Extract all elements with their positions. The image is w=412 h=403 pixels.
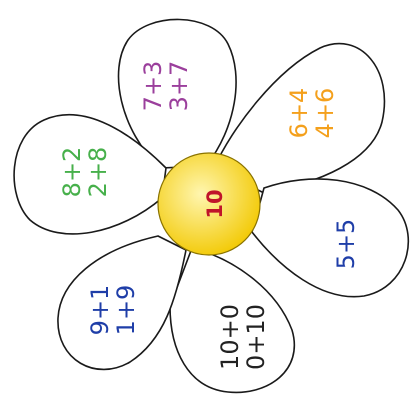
- equation: 6+4: [285, 88, 313, 139]
- equation: 7+3: [139, 61, 167, 112]
- petal-lower-left-equations: 9+1 1+9: [86, 285, 140, 336]
- equation: 0+10: [242, 304, 270, 370]
- equation: 8+2: [58, 147, 86, 198]
- equation: 9+1: [86, 285, 114, 336]
- petal-bottom-equations: 10+0 0+10: [216, 304, 270, 370]
- equation: 5+5: [332, 219, 360, 270]
- petal-top-equations: 7+3 3+7: [139, 61, 193, 112]
- petal-right[interactable]: [252, 179, 408, 297]
- petal-upper-right-equations: 6+4 4+6: [285, 88, 339, 139]
- equation: 1+9: [112, 285, 140, 336]
- equation: 10+0: [216, 304, 244, 370]
- petal-left-equations: 8+2 2+8: [58, 147, 112, 198]
- equation: 2+8: [84, 147, 112, 198]
- equation: 4+6: [311, 88, 339, 139]
- petal-right-equations: 5+5: [332, 219, 360, 270]
- flower-center: 10: [158, 153, 260, 255]
- center-number: 10: [203, 189, 227, 218]
- equation: 3+7: [165, 61, 193, 112]
